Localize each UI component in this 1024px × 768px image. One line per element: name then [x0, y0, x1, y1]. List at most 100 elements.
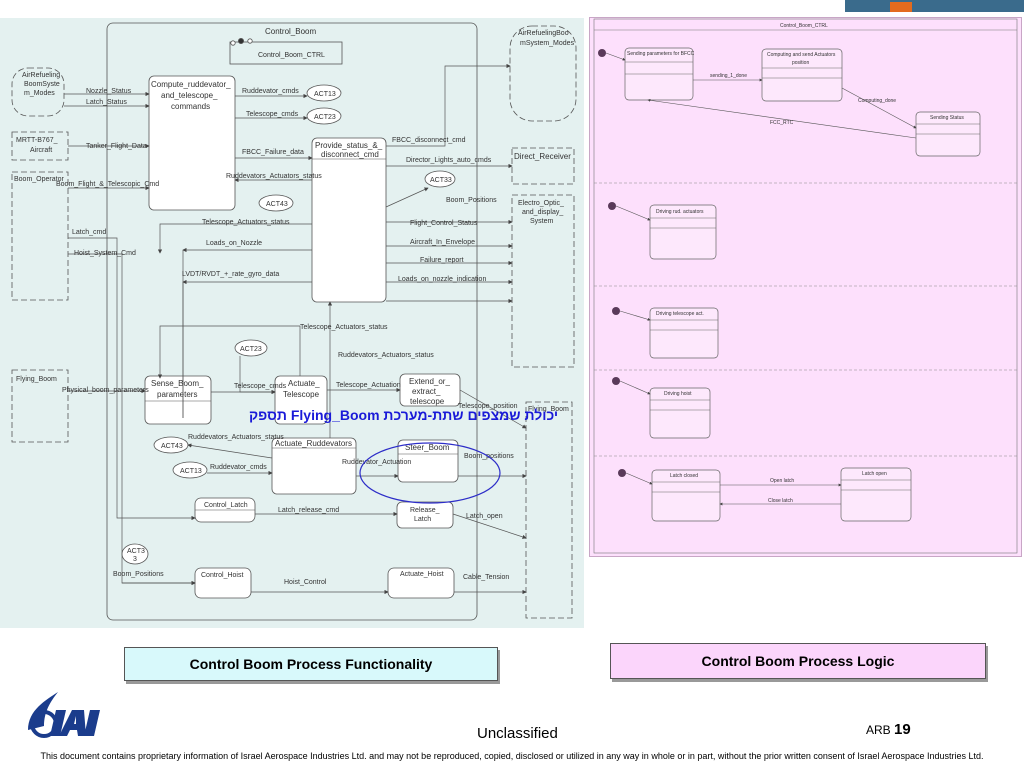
state-sending-params: Sending parameters for BFCC — [627, 51, 695, 57]
proc-release-latch-1: Release_ — [410, 507, 440, 514]
token-act13-top: ACT13 — [314, 91, 336, 98]
proc-steer-boom: Steer_Boom — [405, 443, 450, 452]
flow-telescope-status-top: Telescope_Actuators_status — [202, 219, 290, 226]
state-computing-send-2: position — [792, 60, 809, 66]
token-act13-low: ACT13 — [180, 468, 202, 475]
trans-sending-done: sending_1_done — [710, 73, 747, 79]
flow-latch-status: Latch_Status — [86, 99, 127, 106]
flow-fbcc-disconnect: FBCC_disconnect_cmd — [392, 137, 466, 144]
state-driving-tel: Driving telescope act. — [656, 311, 704, 317]
flow-boom-positions-bottom: Boom_Positions — [113, 571, 164, 578]
flow-flight-control-status: Flight_Control_Status — [410, 220, 478, 227]
ext-airrefueling-left-3: m_Modes — [24, 90, 55, 97]
ext-flying-boom-right: Flying_Boom — [528, 406, 569, 413]
flow-telescope-cmds-top: Telescope_cmds — [246, 111, 299, 118]
token-act43-mid: ACT43 — [266, 201, 288, 208]
proc-actuate-hoist: Actuate_Hoist — [400, 571, 444, 578]
functionality-diagram: Control_Boom Control_Boom_CTRL AirRefuel… — [0, 18, 584, 628]
flow-physical-boom-parameters: Physical_boom_parameters — [62, 387, 149, 394]
ext-boom-operator: Boom_Operator — [14, 176, 64, 183]
proc-provide-1: Provide_status_&_ — [315, 141, 383, 150]
proc-sense-1: Sense_Boom_ — [151, 379, 204, 388]
page-number: ARB 19 — [866, 721, 911, 738]
flow-telescope-position: Telescope_position — [458, 403, 518, 410]
flow-tanker-flight-data: Tanker_Flight_Data — [86, 143, 147, 150]
flow-hoist-control: Hoist_Control — [284, 579, 327, 586]
ext-flying-boom-left: Flying_Boom — [16, 376, 57, 383]
flow-ruddevator-actuation: Ruddevator_Actuation — [342, 459, 411, 466]
flow-ruddevators-status-top: Ruddevators_Actuators_status — [226, 173, 322, 180]
flow-nozzle-status: Nozzle_Status — [86, 88, 132, 95]
trans-fcc-rtc: FCC_RTC — [770, 120, 794, 126]
flow-ruddevator-cmds-low: Ruddevator_cmds — [210, 464, 267, 471]
token-act3-1: ACT3 — [127, 548, 145, 555]
flow-ruddevators-status-low: Ruddevators_Actuators_status — [188, 434, 284, 441]
hebrew-annotation: יכולת שמצפים שתת-מערכת Flying_Boom תספק — [249, 407, 559, 423]
ext-electro-optic-1: Electro_Optic_ — [518, 200, 564, 207]
ext-airrefueling-right-2: mSystem_Modes — [520, 40, 575, 47]
state-driving-hoist: Driving hoist — [664, 391, 692, 397]
proc-control-hoist: Control_Hoist — [201, 572, 243, 579]
flow-failure-report: Failure_report — [420, 257, 464, 264]
proc-extend-1: Extend_or_ — [409, 377, 450, 386]
ext-airrefueling-right-1: AirRefuelingBoo — [518, 30, 569, 37]
caption-logic: Control Boom Process Logic — [610, 643, 986, 679]
ext-airrefueling-left-2: BoomSyste — [24, 81, 60, 88]
proc-release-latch-2: Latch — [414, 516, 431, 523]
flow-hoist-system-cmd: Hoist_System_Cmd — [74, 250, 136, 257]
proc-actuate-telescope-2: Telescope — [283, 390, 320, 399]
caption-functionality: Control Boom Process Functionality — [124, 647, 498, 681]
flow-boom-positions-mid: Boom_Positions — [446, 197, 497, 204]
token-act43-low: ACT43 — [161, 443, 183, 450]
ext-direct-receiver: Direct_Receiver — [514, 152, 571, 161]
flow-telescope-actuation: Telescope_Actuation — [336, 382, 401, 389]
ctrl-label: Control_Boom_CTRL — [258, 52, 325, 59]
flow-loads-on-nozzle: Loads_on_Nozzle — [206, 240, 262, 247]
proc-provide-2: disconnect_cmd — [321, 150, 379, 159]
ext-electro-optic-3: System — [530, 218, 554, 225]
proc-compute-3: commands — [171, 102, 210, 111]
token-act23-low: ACT23 — [240, 346, 262, 353]
flow-ruddevator-cmds: Ruddevator_cmds — [242, 88, 299, 95]
flow-lvdt: LVDT/RVDT_+_rate_gyro_data — [182, 271, 279, 278]
proc-extend-3: telescope — [410, 397, 445, 406]
flow-cable-tension: Cable_Tension — [463, 574, 509, 581]
classification-label: Unclassified — [477, 725, 558, 742]
state-computing-send-1: Computing and send Actuators — [767, 52, 836, 58]
flow-boom-flight-cmd: Boom_Flight_&_Telescopic_Cmd — [56, 181, 159, 188]
functionality-diagram-svg: Control_Boom Control_Boom_CTRL AirRefuel… — [11, 22, 577, 621]
page-prefix: ARB — [866, 723, 891, 737]
proc-control-latch: Control_Latch — [204, 502, 248, 509]
steer-boom-highlight — [359, 442, 501, 504]
ctrl-box — [229, 41, 343, 65]
state-latch-open: Latch open — [862, 471, 887, 477]
flow-ruddevators-status-mid: Ruddevators_Actuators_status — [338, 352, 434, 359]
control-boom-container — [106, 22, 478, 621]
token-act33: ACT33 — [430, 177, 452, 184]
logic-diagram-svg: Control_Boom_CTRL Sending parameters for… — [593, 18, 1018, 554]
token-act3-2: 3 — [133, 556, 137, 563]
ext-electro-optic-2: and_display_ — [522, 209, 563, 216]
proc-extend-2: extract_ — [412, 387, 441, 396]
trans-computing-done: Computing_done — [858, 98, 896, 104]
state-sending-status: Sending Status — [930, 115, 964, 121]
flow-latch-open: Latch_open — [466, 513, 503, 520]
flow-telescope-cmds-low: Telescope_cmds — [234, 383, 287, 390]
logic-title: Control_Boom_CTRL — [780, 23, 828, 29]
token-act23-top: ACT23 — [314, 114, 336, 121]
flow-director-lights: Director_Lights_auto_cmds — [406, 157, 492, 164]
proc-compute-2: and_telescope_ — [161, 91, 218, 100]
trans-close-latch: Close latch — [768, 498, 793, 504]
flow-fbcc-failure-data: FBCC_Failure_data — [242, 149, 304, 156]
state-driving-rud: Driving rud. actuators — [656, 209, 704, 215]
ext-mrtt-2: Aircraft — [30, 147, 52, 154]
disclaimer: This document contains proprietary infor… — [40, 751, 984, 761]
ext-airrefueling-left-1: AirRefueling — [22, 72, 60, 79]
diagram-title: Control_Boom — [265, 27, 316, 36]
proc-actuate-telescope-1: Actuate_ — [288, 379, 320, 388]
flow-latch-release-cmd: Latch_release_cmd — [278, 507, 339, 514]
corner-decoration — [845, 0, 1024, 12]
ext-mrtt-1: MRTT-B767_ — [16, 137, 58, 144]
logic-diagram: Control_Boom_CTRL Sending parameters for… — [589, 17, 1022, 557]
state-latch-closed: Latch closed — [670, 473, 698, 479]
